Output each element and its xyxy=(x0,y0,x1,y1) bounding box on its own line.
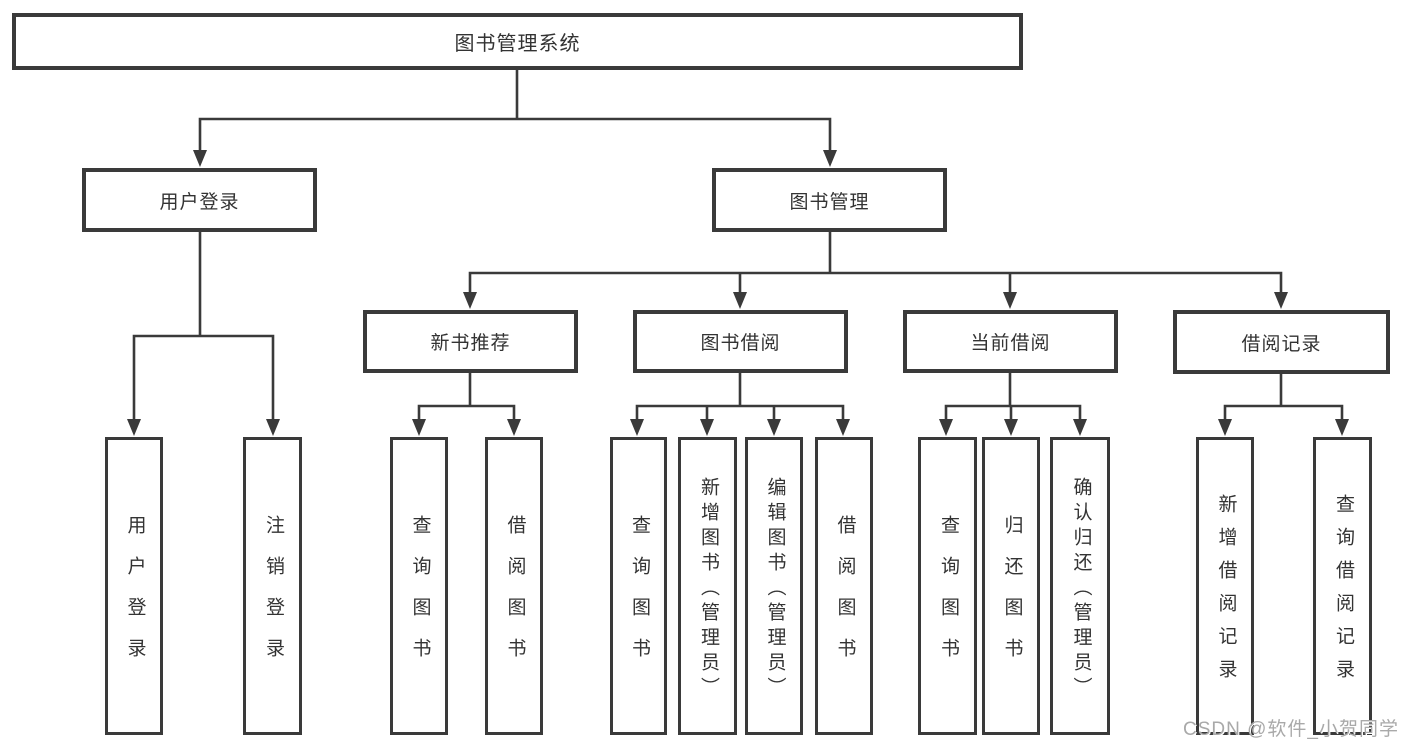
csdn-watermark: CSDN @软件_小贺同学 xyxy=(1183,719,1399,740)
leaf-query-books-borrowing-label: 查询图书 xyxy=(628,515,650,679)
leaf-query-books-recommend: 查询图书 xyxy=(390,437,448,735)
leaf-borrow-books-borrowing-label: 借阅图书 xyxy=(834,515,856,679)
node-new-book-recommend: 新书推荐 xyxy=(363,310,578,373)
tree-edges xyxy=(132,67,1344,423)
leaf-confirm-return-admin: 确认归还（管理员） xyxy=(1050,437,1110,735)
leaf-query-borrow-record: 查询借阅记录 xyxy=(1313,437,1372,735)
node-book-management: 图书管理 xyxy=(712,168,947,232)
leaf-query-books-recommend-label: 查询图书 xyxy=(409,515,431,679)
leaf-logout: 注销登录 xyxy=(243,437,302,735)
leaf-add-book-admin: 新增图书（管理员） xyxy=(678,437,737,735)
arrowhead-icons xyxy=(127,150,1349,436)
leaf-borrow-books-borrowing: 借阅图书 xyxy=(815,437,873,735)
leaf-edit-book-admin-label: 编辑图书（管理员） xyxy=(764,476,786,702)
leaf-borrow-books-recommend: 借阅图书 xyxy=(485,437,543,735)
node-book-borrowing: 图书借阅 xyxy=(633,310,848,373)
leaf-return-books: 归还图书 xyxy=(982,437,1040,735)
leaf-add-book-admin-label: 新增图书（管理员） xyxy=(697,476,719,702)
leaf-borrow-books-recommend-label: 借阅图书 xyxy=(504,515,526,679)
leaf-add-borrow-record-label: 新增借阅记录 xyxy=(1215,494,1237,692)
leaf-add-borrow-record: 新增借阅记录 xyxy=(1196,437,1254,735)
leaf-confirm-return-admin-label: 确认归还（管理员） xyxy=(1070,476,1092,702)
leaf-query-books-borrowing: 查询图书 xyxy=(610,437,667,735)
leaf-return-books-label: 归还图书 xyxy=(1001,515,1023,679)
node-user-login: 用户登录 xyxy=(82,168,317,232)
leaf-query-books-current: 查询图书 xyxy=(918,437,977,735)
node-library-management-system: 图书管理系统 xyxy=(12,13,1023,70)
leaf-query-books-current-label: 查询图书 xyxy=(937,515,959,679)
leaf-edit-book-admin: 编辑图书（管理员） xyxy=(745,437,803,735)
leaf-query-borrow-record-label: 查询借阅记录 xyxy=(1332,494,1354,692)
leaf-user-login-label: 用户登录 xyxy=(124,515,146,679)
node-current-borrowing: 当前借阅 xyxy=(903,310,1118,373)
leaf-logout-label: 注销登录 xyxy=(262,515,284,679)
node-borrowing-records: 借阅记录 xyxy=(1173,310,1390,374)
leaf-user-login: 用户登录 xyxy=(105,437,163,735)
